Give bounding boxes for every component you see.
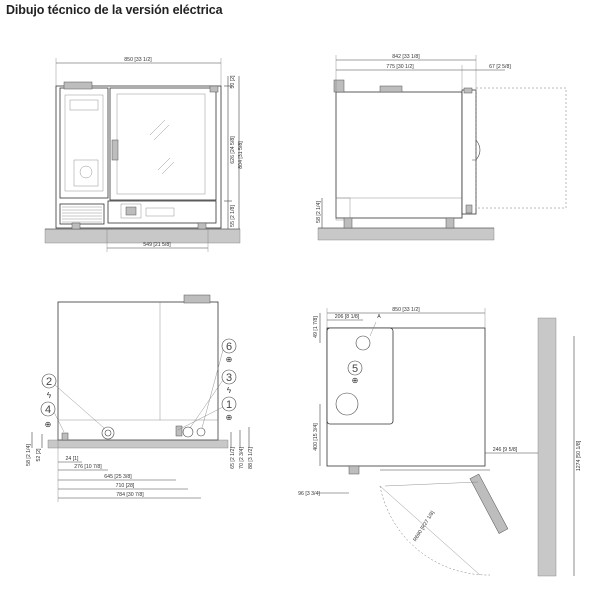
- side-foot-dim: 58 [2 1/4]: [316, 201, 322, 223]
- top-connector-b-icon: [335, 392, 359, 416]
- rear-d710-dim: 710 [28]: [116, 483, 135, 489]
- drain-connector-icon: [101, 426, 115, 440]
- rear-h70-dim: 70 [2 3/4]: [239, 447, 245, 469]
- front-width-dim: 850 [33 1/2]: [124, 57, 152, 63]
- rear-h88-dim: 88 [3 1/2]: [248, 447, 254, 469]
- wall: [537, 317, 557, 577]
- side-depth-total-dim: 842 [33 1/8]: [392, 54, 420, 60]
- side-depth-body-dim: 775 [30 1/2]: [386, 64, 414, 70]
- page-title: Dibujo técnico de la versión eléctrica: [6, 3, 223, 17]
- top-d49-dim: 49 [1 7/8]: [313, 316, 319, 338]
- top-connector-a-icon: [355, 335, 371, 351]
- top-d96-dim: 96 [3 3/4]: [298, 491, 320, 497]
- svg-text:ϟ: ϟ: [227, 386, 232, 395]
- bubble-5: [347, 360, 363, 376]
- top-radius-dim: R690 [R27 1/8]: [412, 510, 436, 543]
- svg-text:ϟ: ϟ: [47, 391, 52, 400]
- rear-h58-dim: 58 [2 1/4]: [26, 444, 32, 466]
- svg-text:⊕: ⊕: [226, 355, 233, 364]
- top-d206-dim: 206 [8 1/8]: [335, 314, 360, 320]
- door-swing-envelope: [475, 87, 567, 209]
- front-view: 850 [33 1/2] 50 [2] 626 [24 5/8] 804 [31…: [44, 57, 244, 252]
- top-d246-dim: 246 [9 5/8]: [493, 447, 518, 453]
- rear-d276-dim: 276 [10 7/8]: [74, 464, 102, 470]
- front-height-a-dim: 626 [24 5/8]: [230, 136, 236, 164]
- svg-text:⊕: ⊕: [226, 413, 233, 422]
- top-label-a: A: [377, 314, 381, 320]
- door-handle: [111, 139, 119, 161]
- top-d400-dim: 400 [15 3/4]: [313, 423, 319, 451]
- front-base-dim: 549 [21 5/8]: [143, 242, 171, 248]
- front-floor: [44, 228, 241, 244]
- rear-h65-dim: 65 [2 1/2]: [230, 447, 236, 469]
- rear-view: 2 ϟ 4 ⊕ 6 ⊕ 3 ϟ 1 ⊕ 24 [1] 276 [10 7/8] …: [26, 294, 254, 502]
- open-door: [469, 473, 509, 534]
- bubble-2: [41, 373, 57, 389]
- svg-text:2: 2: [46, 376, 52, 388]
- bubble-6: [221, 338, 237, 354]
- side-view: 842 [33 1/8] 775 [30 1/2] 67 [2 5/8] 58 …: [316, 54, 567, 241]
- svg-text:1: 1: [226, 399, 232, 411]
- rear-h52-dim: 52 [2]: [36, 448, 42, 462]
- top-d1274-dim: 1274 [50 1/8]: [576, 440, 582, 471]
- front-leg-dim: 55 [2 1/8]: [230, 205, 236, 227]
- front-top-offset-dim: 50 [2]: [230, 75, 236, 89]
- bubble-1: [221, 396, 237, 412]
- door-swing-arc: [379, 485, 491, 576]
- side-door-offset-dim: 67 [2 5/8]: [489, 64, 511, 70]
- rear-d784-dim: 784 [30 7/8]: [116, 492, 144, 498]
- top-width-dim: 850 [33 1/2]: [392, 307, 420, 313]
- oven-door: [109, 87, 217, 201]
- rear-d24-dim: 24 [1]: [66, 456, 80, 462]
- side-floor: [317, 227, 495, 241]
- rear-d645-dim: 645 [25 3/8]: [104, 474, 132, 480]
- svg-text:4: 4: [45, 404, 51, 416]
- svg-text:3: 3: [226, 372, 232, 384]
- bubble-4: [40, 401, 56, 417]
- svg-text:6: 6: [226, 341, 232, 353]
- svg-text:⊕: ⊕: [45, 420, 52, 429]
- control-panel: [59, 87, 109, 199]
- control-knob-icon: [79, 165, 93, 179]
- side-unit-body: [335, 91, 463, 219]
- svg-text:⊕: ⊕: [352, 376, 359, 385]
- front-top-handle: [63, 81, 93, 90]
- bubble-3: [221, 369, 237, 385]
- rear-floor: [47, 439, 229, 449]
- front-height-b-dim: 804 [31 5/8]: [238, 141, 244, 169]
- svg-text:5: 5: [352, 363, 358, 375]
- top-view: 5 ⊕ 850 [33 1/2] 206 [8 1/8] A 49 [1 7/8…: [298, 307, 582, 577]
- rear-unit-body: [57, 301, 219, 441]
